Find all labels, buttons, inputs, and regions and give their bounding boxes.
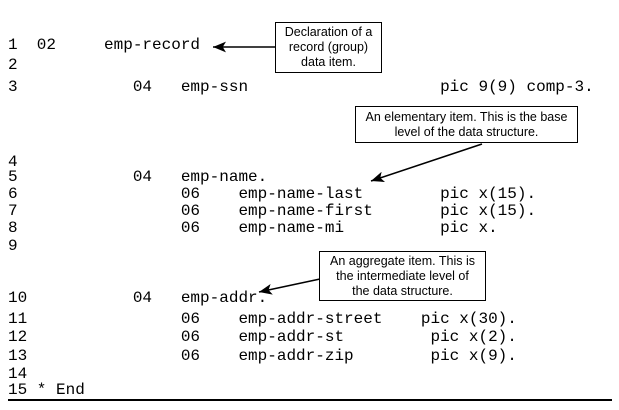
code-line-8: 8 06 emp-name-mi pic x. bbox=[8, 219, 498, 237]
callout-aggregate-item: An aggregate item. This is the intermedi… bbox=[319, 251, 486, 301]
code-line-13: 13 06 emp-addr-zip pic x(9). bbox=[8, 347, 517, 365]
code-line-1: 1 02 emp-record bbox=[8, 36, 201, 54]
code-line-7: 7 06 emp-name-first pic x(15). bbox=[8, 202, 537, 220]
callout-record-declaration: Declaration of a record (group) data ite… bbox=[275, 22, 382, 73]
callout-text: the intermediate level of bbox=[336, 268, 469, 283]
code-line-14: 14 bbox=[8, 365, 28, 383]
callout-elementary-item: An elementary item. This is the base lev… bbox=[355, 106, 578, 143]
code-line-10: 10 04 emp-addr. bbox=[8, 289, 268, 307]
code-line-6: 6 06 emp-name-last pic x(15). bbox=[8, 185, 537, 203]
callout-text: record (group) bbox=[288, 40, 369, 54]
arrow-to-emp-name-last bbox=[370, 143, 483, 183]
callout-text: An aggregate item. This is bbox=[330, 253, 475, 268]
code-line-5: 5 04 emp-name. bbox=[8, 168, 268, 186]
code-line-2: 2 bbox=[8, 56, 18, 74]
callout-text: level of the data structure. bbox=[394, 124, 539, 139]
code-line-12: 12 06 emp-addr-st pic x(2). bbox=[8, 328, 517, 346]
code-line-9: 9 bbox=[8, 237, 18, 255]
arrow-to-emp-addr bbox=[258, 278, 321, 295]
callout-text: An elementary item. This is the base bbox=[365, 109, 568, 124]
code-line-4: 4 bbox=[8, 153, 18, 171]
code-line-15: 15 * End bbox=[8, 381, 85, 399]
callout-text: Declaration of a bbox=[284, 25, 373, 39]
code-line-11: 11 06 emp-addr-street pic x(30). bbox=[8, 310, 517, 328]
bottom-rule bbox=[8, 399, 612, 401]
callout-text: data item. bbox=[301, 55, 356, 69]
code-line-3: 3 04 emp-ssn pic 9(9) comp-3. bbox=[8, 78, 594, 96]
callout-text: the data structure. bbox=[352, 283, 453, 298]
